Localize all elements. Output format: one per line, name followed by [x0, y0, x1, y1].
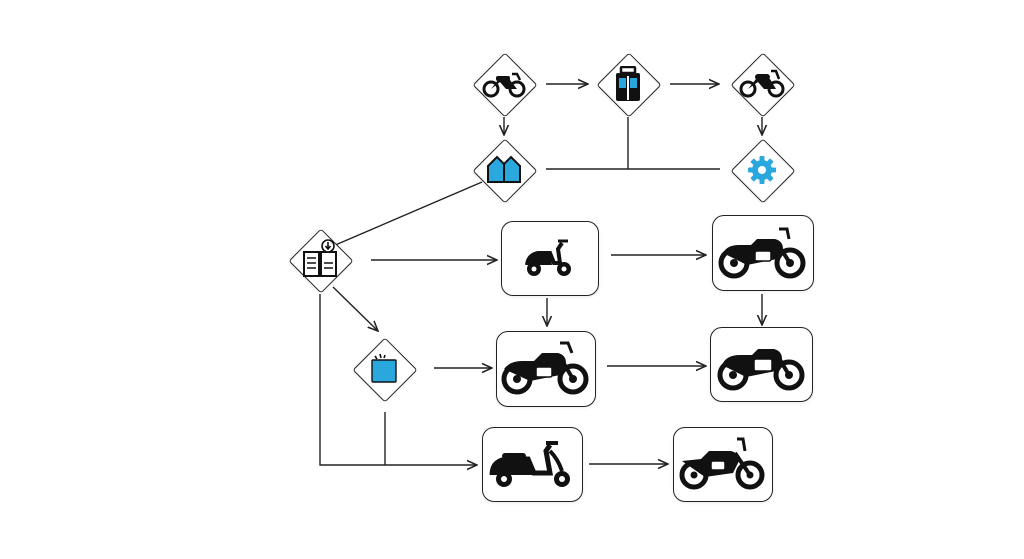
connector-n6-n7	[332, 286, 378, 331]
cafe-racer-motorcycle-icon	[679, 437, 765, 490]
rect-node-vespa[interactable]	[482, 427, 583, 502]
diamond-node-garage[interactable]	[472, 138, 538, 204]
diamond-node-gear[interactable]	[730, 138, 796, 204]
rect-node-cruiser[interactable]	[712, 215, 814, 291]
fuel-can-icon	[616, 66, 640, 101]
rect-node-scooter[interactable]	[501, 221, 599, 296]
diamond-node-manual-book[interactable]	[288, 228, 354, 294]
scooter-icon	[525, 239, 571, 276]
diamond-node-motorcycle-2[interactable]	[730, 52, 796, 118]
connector-n6-n12	[319, 294, 477, 465]
rect-node-cruiser-3[interactable]	[710, 327, 813, 402]
diamond-node-fuel-can[interactable]	[596, 52, 662, 118]
rect-node-cafe-racer[interactable]	[673, 427, 773, 502]
cruiser-motorcycle-icon	[717, 349, 805, 391]
motorcycle-icon	[739, 69, 785, 98]
motorcycle-icon	[482, 72, 526, 98]
garage-icon	[487, 155, 521, 183]
diamond-node-motorcycle[interactable]	[472, 52, 538, 118]
rect-node-cruiser-2[interactable]	[496, 331, 596, 407]
manual-book-icon	[303, 239, 337, 277]
connector-n4-n6	[332, 181, 483, 247]
cruiser-motorcycle-icon	[718, 227, 806, 279]
cruiser-motorcycle-icon	[501, 341, 589, 395]
diamond-node-blue-box[interactable]	[352, 337, 418, 403]
gear-icon	[748, 156, 776, 184]
blue-box-icon	[371, 353, 397, 383]
vespa-scooter-icon	[489, 441, 570, 487]
